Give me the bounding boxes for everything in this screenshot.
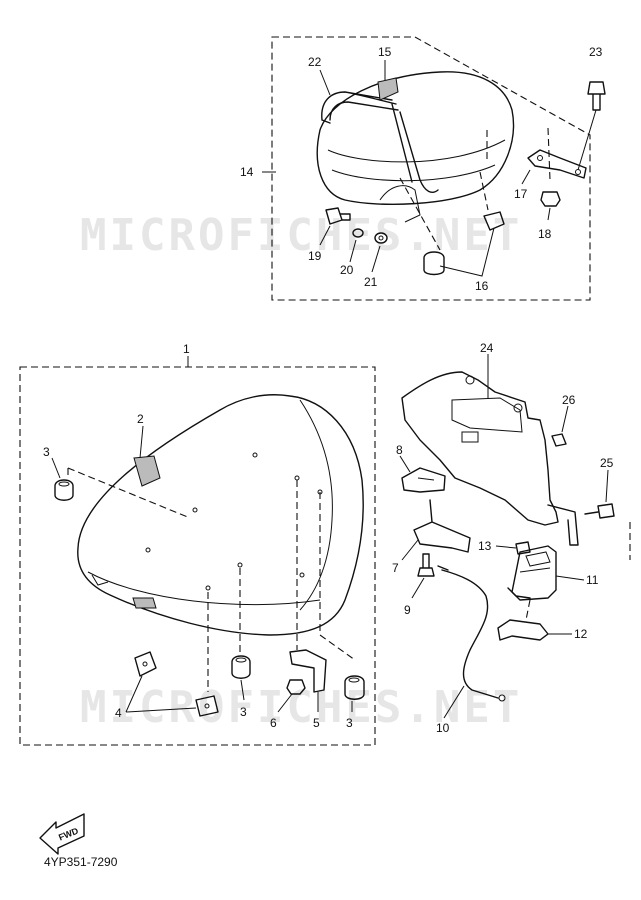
callout-3-a: 3 <box>43 445 50 459</box>
main-seat-group: 1 2 3 4 <box>19 342 376 746</box>
callout-6: 6 <box>270 716 277 730</box>
watermark-top: MICROFICHES.NET <box>80 210 522 261</box>
rear-seat-group: 14 15 22 23 17 18 19 20 21 16 <box>240 36 606 301</box>
cable-10 <box>441 569 499 699</box>
callout-4: 4 <box>115 706 122 720</box>
damper-3-left <box>54 479 74 501</box>
callout-21: 21 <box>364 275 378 289</box>
callout-7: 7 <box>392 561 399 575</box>
forward-direction-arrow: FWD <box>39 813 85 855</box>
watermark-bottom: MICROFICHES.NET <box>80 682 522 733</box>
bolt-25 <box>584 503 615 519</box>
bracket-7 <box>413 499 471 553</box>
callout-18: 18 <box>538 227 552 241</box>
callout-3-b: 3 <box>240 705 247 719</box>
seat-lock-group: 24 26 25 8 7 9 10 11 <box>392 341 631 735</box>
main-seat-group-boundary <box>19 366 376 746</box>
callout-16: 16 <box>475 279 489 293</box>
seat-tab-2 <box>133 455 161 487</box>
callout-11: 11 <box>586 573 599 587</box>
bracket-8 <box>401 467 446 493</box>
callout-1: 1 <box>183 342 190 356</box>
callout-12: 12 <box>574 627 588 641</box>
grab-bar <box>321 91 399 124</box>
callout-22: 22 <box>308 55 322 69</box>
callout-24: 24 <box>480 341 494 355</box>
callout-19: 19 <box>308 249 322 263</box>
seat-hinge <box>132 597 157 609</box>
damper-16b <box>423 251 445 276</box>
callout-26: 26 <box>562 393 576 407</box>
bolt-19 <box>325 207 351 225</box>
nut-6 <box>286 679 306 695</box>
rear-seat-body <box>316 71 515 205</box>
callout-13: 13 <box>478 539 492 553</box>
callout-15: 15 <box>378 45 392 59</box>
nut-18 <box>540 191 561 207</box>
callout-17: 17 <box>514 187 528 201</box>
bracket-17 <box>527 149 587 179</box>
screw-13 <box>515 541 531 555</box>
callout-23: 23 <box>589 45 603 59</box>
seat-tab <box>377 77 399 101</box>
bolt-9 <box>417 553 435 577</box>
clip-nut-4b <box>195 695 219 717</box>
callout-25: 25 <box>600 456 614 470</box>
callout-8: 8 <box>396 443 403 457</box>
damper-3-right <box>344 675 365 700</box>
cover-plate-24 <box>401 371 559 526</box>
callout-10: 10 <box>436 721 450 735</box>
washer-21 <box>374 232 388 244</box>
plate-12 <box>497 619 549 641</box>
screw-26 <box>551 433 567 447</box>
callout-5: 5 <box>313 716 320 730</box>
drawing-code: 4YP351-7290 <box>44 855 118 869</box>
damper-3-middle <box>231 655 251 679</box>
callout-3-c: 3 <box>346 716 353 730</box>
clip-nut-4a <box>134 651 157 677</box>
damper-16a <box>483 211 505 231</box>
washer-20 <box>352 228 364 238</box>
main-seat-body <box>77 394 364 636</box>
callout-9: 9 <box>404 603 411 617</box>
rear-seat-group-boundary <box>271 36 591 301</box>
bracket-5 <box>289 649 327 693</box>
bolt-23 <box>587 81 606 111</box>
callout-2: 2 <box>137 412 144 426</box>
callout-20: 20 <box>340 263 354 277</box>
callout-14: 14 <box>240 165 254 179</box>
